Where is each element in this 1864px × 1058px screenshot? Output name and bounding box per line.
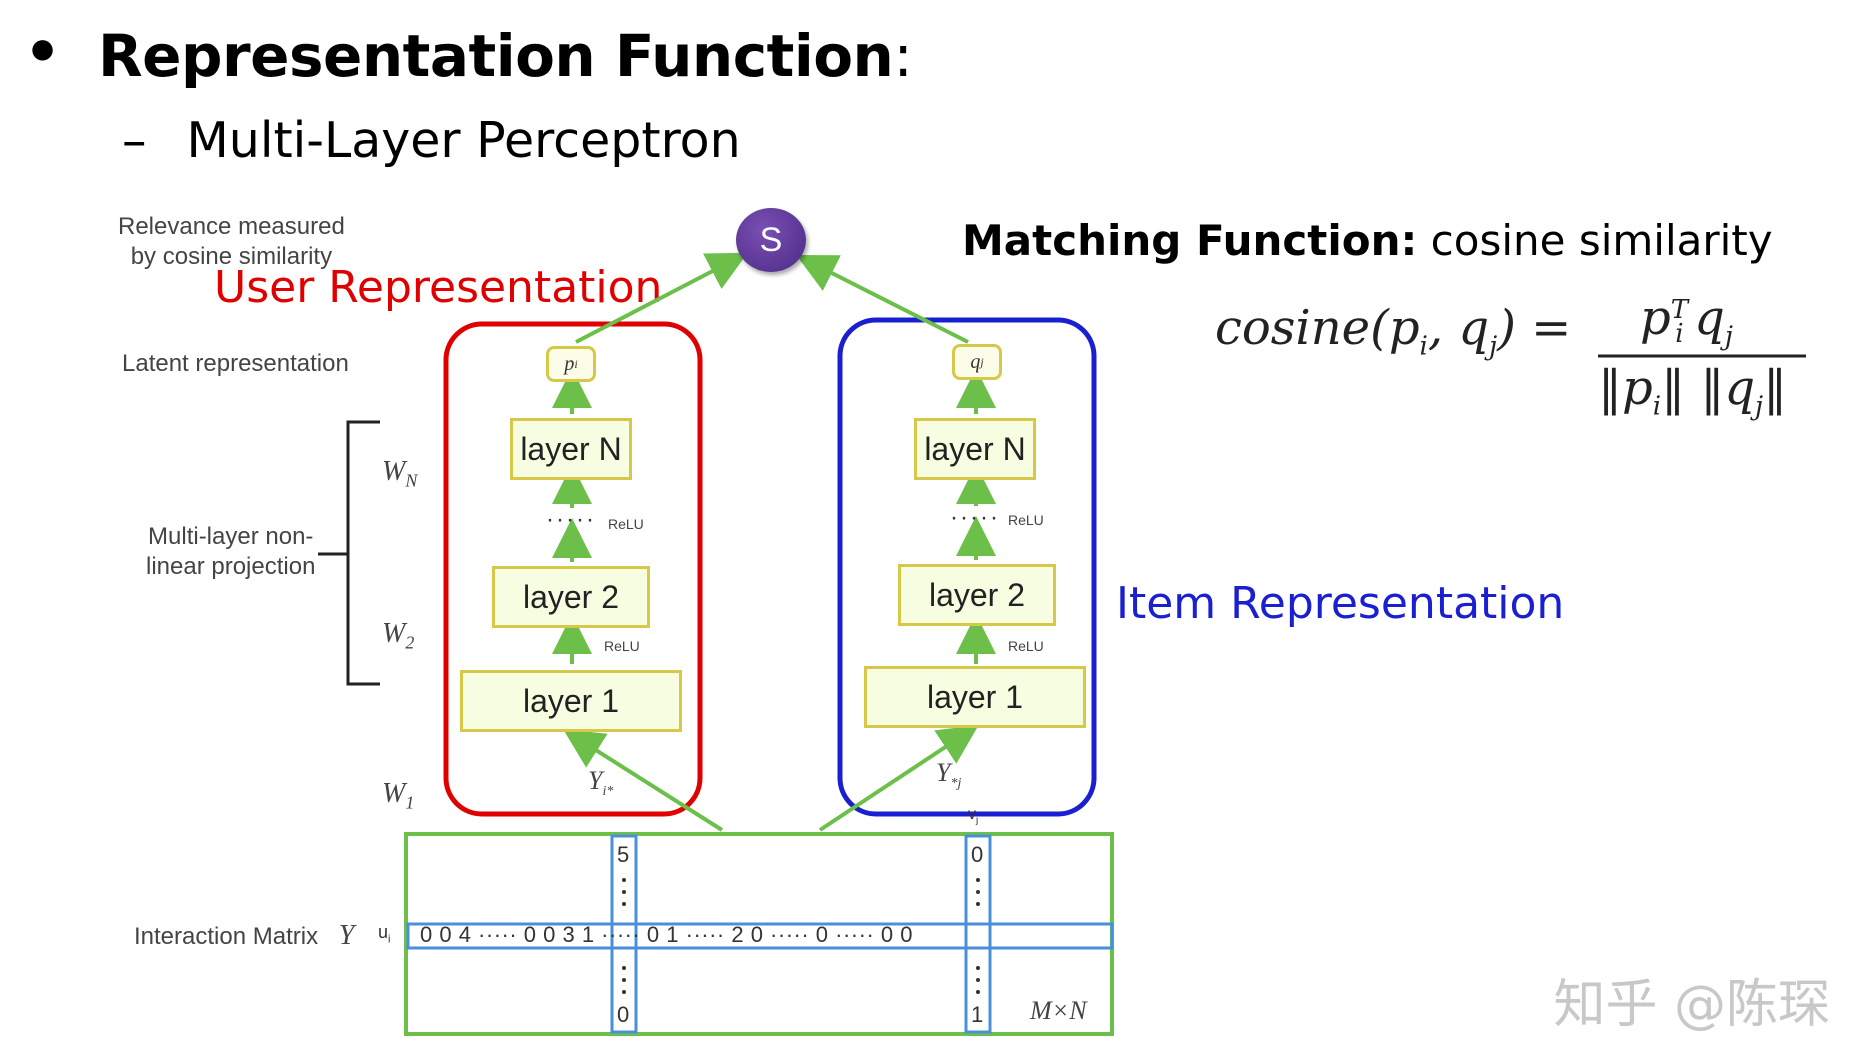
bullet: • — [24, 18, 62, 86]
matrix-col-j-highlight — [964, 834, 992, 1034]
item-representation-box — [837, 317, 1097, 817]
matrix-col-i-highlight — [610, 834, 638, 1034]
watermark: 知乎 @陈琛 — [1553, 975, 1830, 1035]
matrix-row-highlight — [406, 922, 1114, 950]
item-dots: ····· — [950, 504, 1000, 531]
user-relu-top: ReLU — [608, 516, 644, 532]
matrix-col-j-bottom: 1 — [971, 1002, 984, 1027]
item-layer-2: layer 2 — [898, 564, 1056, 626]
item-layer-n: layer N — [914, 418, 1036, 480]
user-layer-1: layer 1 — [460, 670, 682, 732]
arrow-matrix-to-user — [563, 729, 724, 832]
item-relu-top: ReLU — [1008, 512, 1044, 528]
similarity-node: S — [736, 208, 806, 272]
weight-w2-label: W2 — [382, 618, 415, 653]
interaction-matrix-label: Interaction Matrix Y — [134, 920, 355, 951]
slide-title: Representation Function: — [98, 22, 913, 90]
weight-w1-label: W1 — [382, 778, 415, 813]
matching-function-label: Matching Function: cosine similarity — [962, 216, 1773, 265]
arrow-q-to-s — [796, 254, 969, 344]
user-dots: ····· — [546, 506, 596, 533]
user-layer-2: layer 2 — [492, 566, 650, 628]
weight-wn-label: WN — [382, 456, 418, 491]
user-layer-n: layer N — [510, 418, 632, 480]
user-relu-bottom: ReLU — [604, 638, 640, 654]
item-relu-bottom: ReLU — [1008, 638, 1044, 654]
latent-label: Latent representation — [122, 350, 349, 377]
matrix-col-i-top: 5 — [617, 842, 630, 867]
matrix-col-i-bottom: 0 — [617, 1002, 630, 1027]
projection-bracket — [318, 420, 380, 686]
arrow-p-to-s — [575, 252, 748, 344]
matrix-col-j-top: 0 — [971, 842, 984, 867]
matrix-row-label: ui — [378, 922, 391, 946]
item-input-label: Y*j — [936, 758, 962, 792]
matrix-size-label: M×N — [1030, 996, 1087, 1025]
user-representation-box — [443, 321, 703, 817]
matrix-col-label: vj — [968, 806, 979, 827]
matrix-row-values: 0 0 4 ····· 0 0 3 1 ····· 0 1 ····· 2 0 … — [420, 922, 913, 947]
formula-lhs: cosine(pi, qj) = — [1215, 300, 1572, 362]
relevance-label: Relevance measured by cosine similarity — [118, 213, 345, 270]
arrow-matrix-to-item — [818, 724, 979, 832]
item-representation-label: Item Representation — [1116, 578, 1565, 629]
slide-subtitle: –Multi-Layer Perceptron — [122, 112, 741, 169]
item-layer-1: layer 1 — [864, 666, 1086, 728]
formula-denominator: ‖pi‖ ‖qj‖ — [1598, 360, 1788, 422]
user-representation-label: User Representation — [214, 262, 663, 313]
multilayer-label: Multi-layer non- linear projection — [146, 523, 316, 580]
user-input-label: Yi* — [588, 766, 614, 800]
